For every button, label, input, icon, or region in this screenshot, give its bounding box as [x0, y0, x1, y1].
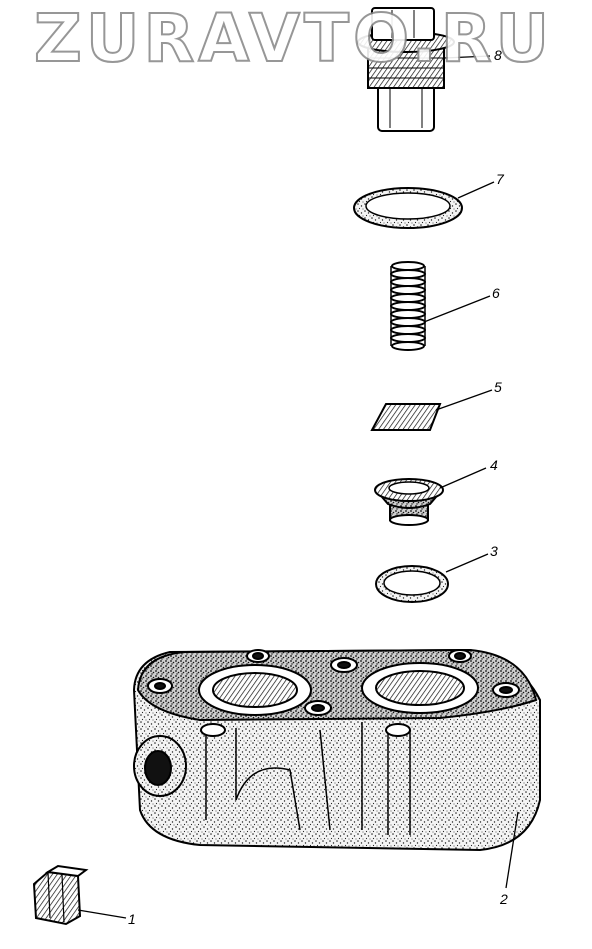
callout-5: 5: [494, 379, 502, 395]
callout-3: 3: [490, 543, 498, 559]
valve-seat-icon: [374, 478, 444, 526]
valve-plate-icon: [370, 403, 442, 431]
callout-6: 6: [492, 285, 500, 301]
callout-1: 1: [128, 911, 136, 927]
callout-4: 4: [490, 457, 498, 473]
leader-lines: [77, 55, 519, 919]
spring-icon: [390, 261, 426, 351]
callouts: 8 7 6 5 4 3 2 1: [128, 47, 508, 927]
callout-7: 7: [496, 171, 505, 187]
gasket-ring-icon: [375, 565, 449, 603]
plug-icon: [32, 864, 89, 926]
threaded-plug-icon: [357, 7, 455, 132]
callout-2: 2: [499, 891, 508, 907]
gasket-ring-icon: [353, 187, 463, 229]
cylinder-head-icon: [132, 648, 541, 852]
callout-8: 8: [494, 47, 502, 63]
